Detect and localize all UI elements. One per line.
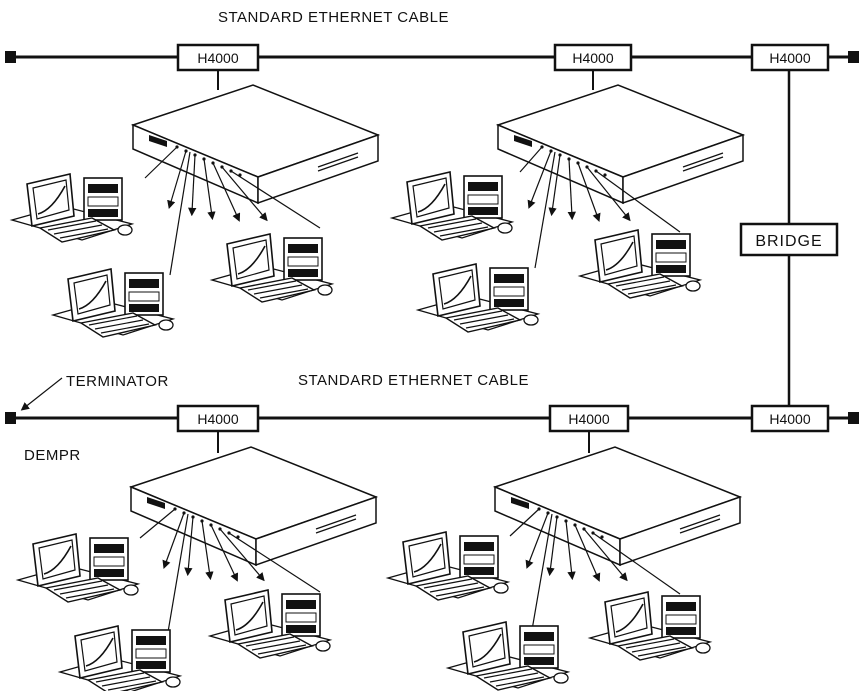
transceiver-label: H4000 (568, 411, 609, 427)
dempr-unit (494, 446, 741, 566)
workstation (417, 263, 539, 333)
dempr-label: DEMPR (24, 447, 81, 464)
dempr-cluster-top-left (11, 84, 379, 338)
terminator-top-right (848, 51, 859, 63)
workstation (52, 268, 174, 338)
transceiver-label: H4000 (572, 50, 613, 66)
dempr-unit (130, 446, 377, 566)
dempr-unit (497, 84, 744, 204)
workstation (211, 233, 333, 303)
transceiver-label: H4000 (197, 411, 238, 427)
dempr-unit (132, 84, 379, 204)
dempr-cluster-bottom-left (17, 446, 377, 691)
terminator-bottom-right (848, 412, 859, 424)
bottom-cable-label: STANDARD ETHERNET CABLE (298, 372, 529, 389)
transceiver-label: H4000 (197, 50, 238, 66)
workstation (387, 531, 509, 601)
dempr-cluster-bottom-right (387, 446, 741, 691)
workstation (59, 625, 181, 691)
bridge-box (739, 222, 839, 257)
terminator-label: TERMINATOR (66, 373, 169, 390)
workstation (11, 173, 133, 243)
top-cable-label: STANDARD ETHERNET CABLE (218, 9, 449, 26)
workstation (209, 589, 331, 659)
transceiver-bottom-2: H4000 (548, 404, 630, 433)
workstation (391, 171, 513, 241)
transceiver-label: H4000 (769, 411, 810, 427)
transceiver-top-3: H4000 (750, 43, 830, 72)
terminator-bottom-left (5, 412, 16, 424)
transceiver-bottom-3: H4000 (750, 404, 830, 433)
workstation (579, 229, 701, 299)
transceiver-top-2: H4000 (553, 43, 633, 72)
dempr-cluster-top-right (391, 84, 744, 333)
transceiver-bottom-1: H4000 (176, 404, 260, 433)
workstation (589, 591, 711, 661)
terminator-pointer (20, 377, 63, 411)
transceiver-label: H4000 (769, 50, 810, 66)
workstation (447, 621, 569, 691)
workstation (17, 533, 139, 603)
transceiver-top-1: H4000 (176, 43, 260, 72)
bridge-label: BRIDGE (755, 233, 822, 250)
terminator-top-left (5, 51, 16, 63)
